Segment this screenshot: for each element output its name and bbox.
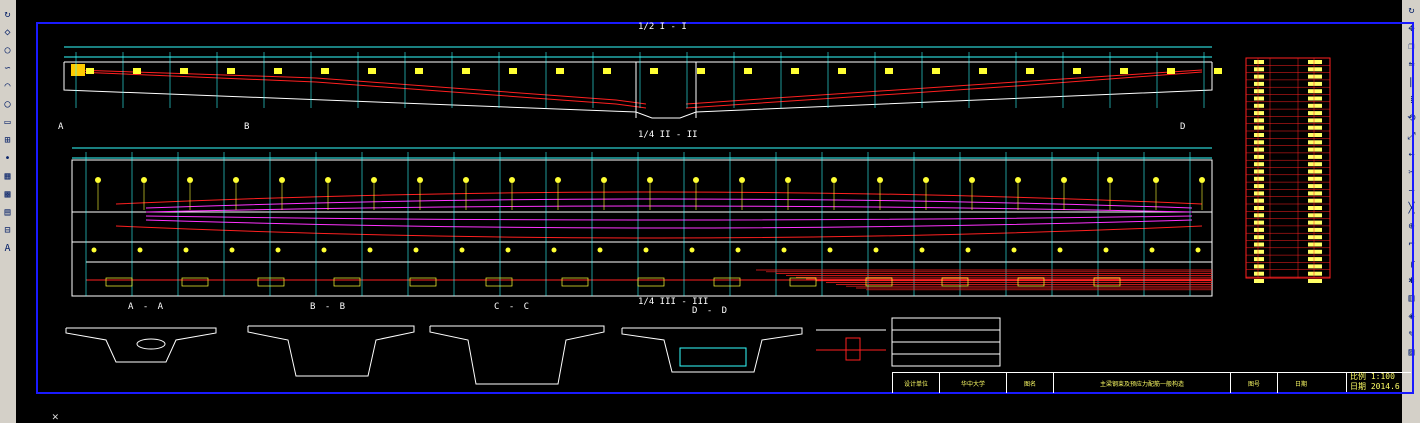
title-cell-date: 日期	[1277, 373, 1324, 393]
erase-icon[interactable]: ▨	[1408, 347, 1415, 358]
curve-icon[interactable]: ∽	[4, 63, 11, 74]
tendon-table	[1245, 57, 1331, 283]
section-label-c: C - C	[494, 302, 532, 312]
insert-icon[interactable]: ⊞	[4, 135, 11, 146]
section-label-d: D - D	[692, 306, 730, 316]
lasso-icon[interactable]: ○	[4, 45, 11, 56]
text-icon[interactable]: A	[4, 243, 11, 254]
title-cell-name-label: 图名	[1006, 373, 1053, 393]
ucs-icon: ✕	[52, 410, 59, 423]
circle-icon[interactable]: ◯	[4, 99, 11, 110]
table-icon[interactable]: ▤	[4, 207, 11, 218]
drawing-canvas[interactable]: 1/2 I - I 1/4 II - II 1/4 III - III A - …	[16, 0, 1414, 423]
polygon-icon[interactable]: ◇	[4, 27, 11, 38]
refresh-icon[interactable]: ↻	[1408, 5, 1415, 16]
scale-icon[interactable]: ⤢	[1407, 131, 1416, 142]
view-title-mid: 1/4 II - II	[638, 130, 698, 140]
scale-box: 比例 1:100 日期 2014.6	[1346, 372, 1410, 392]
layer-icon[interactable]: ▥	[1408, 293, 1415, 304]
mirror-icon[interactable]: ⇋	[1408, 59, 1415, 70]
corner-label-a: A	[58, 122, 64, 132]
rect-icon[interactable]: ▭	[4, 117, 11, 128]
top-grid-lines	[75, 52, 1222, 108]
arc-icon[interactable]: ◠	[4, 81, 11, 92]
rotate-icon[interactable]: ↻	[4, 9, 11, 20]
title-block: 设计单位 华中大学 图名 主梁钢束及预应力配筋一般构造 图号 日期	[892, 372, 1411, 393]
point-icon[interactable]: •	[4, 153, 11, 164]
title-cell-org: 华中大学	[939, 373, 1006, 393]
extend-icon[interactable]: →	[1408, 185, 1415, 196]
stretch-icon[interactable]: ↔	[1408, 149, 1415, 160]
grid-icon[interactable]: ⊟	[4, 225, 11, 236]
view-title-top: 1/2 I - I	[638, 22, 687, 32]
title-cell-name: 主梁钢束及预应力配筋一般构造	[1053, 373, 1230, 393]
prop-icon[interactable]: ◈	[1408, 311, 1415, 322]
chamfer-icon[interactable]: ⌐	[1408, 239, 1415, 250]
mid-plan	[71, 147, 1213, 297]
trim-icon[interactable]: ✂	[1408, 167, 1415, 178]
title-cell-designer: 设计单位	[892, 373, 939, 393]
offset-icon[interactable]: ∥	[1409, 77, 1414, 88]
bottom-tendons	[105, 269, 1212, 291]
top-elevation	[63, 46, 1213, 119]
left-toolbar: ↻ ◇ ○ ∽ ◠ ◯ ▭ ⊞ • ▦ ▩ ▤ ⊟ A	[0, 0, 17, 423]
hatch-icon[interactable]: ▦	[4, 171, 11, 182]
cad-drawing	[63, 46, 1331, 385]
break-icon[interactable]: ╳	[1408, 203, 1415, 214]
match-icon[interactable]: ✎	[1408, 329, 1415, 340]
title-cell-number: 图号	[1230, 373, 1277, 393]
anchor-detail	[816, 317, 1001, 367]
cross-sections	[65, 325, 803, 385]
scale-text: 比例 1:100	[1350, 372, 1395, 381]
move-icon[interactable]: ✥	[1408, 23, 1415, 34]
region-icon[interactable]: ▩	[4, 189, 11, 200]
fillet-icon[interactable]: ╭	[1408, 257, 1415, 268]
date-text: 日期 2014.6	[1350, 382, 1400, 391]
rotate2-icon[interactable]: ⟲	[1407, 113, 1416, 124]
corner-label-d: D	[1180, 122, 1186, 132]
drawing-frame	[36, 22, 1414, 394]
copy-icon[interactable]: ❐	[1408, 41, 1415, 52]
explode-icon[interactable]: ✱	[1408, 275, 1415, 286]
section-label-b: B - B	[310, 302, 348, 312]
corner-label-b: B	[244, 122, 250, 132]
section-label-a: A - A	[128, 302, 166, 312]
join-icon[interactable]: ⊕	[1408, 221, 1415, 232]
view-title-bot: 1/4 III - III	[638, 297, 709, 307]
array-icon[interactable]: ⁞	[1410, 95, 1413, 106]
